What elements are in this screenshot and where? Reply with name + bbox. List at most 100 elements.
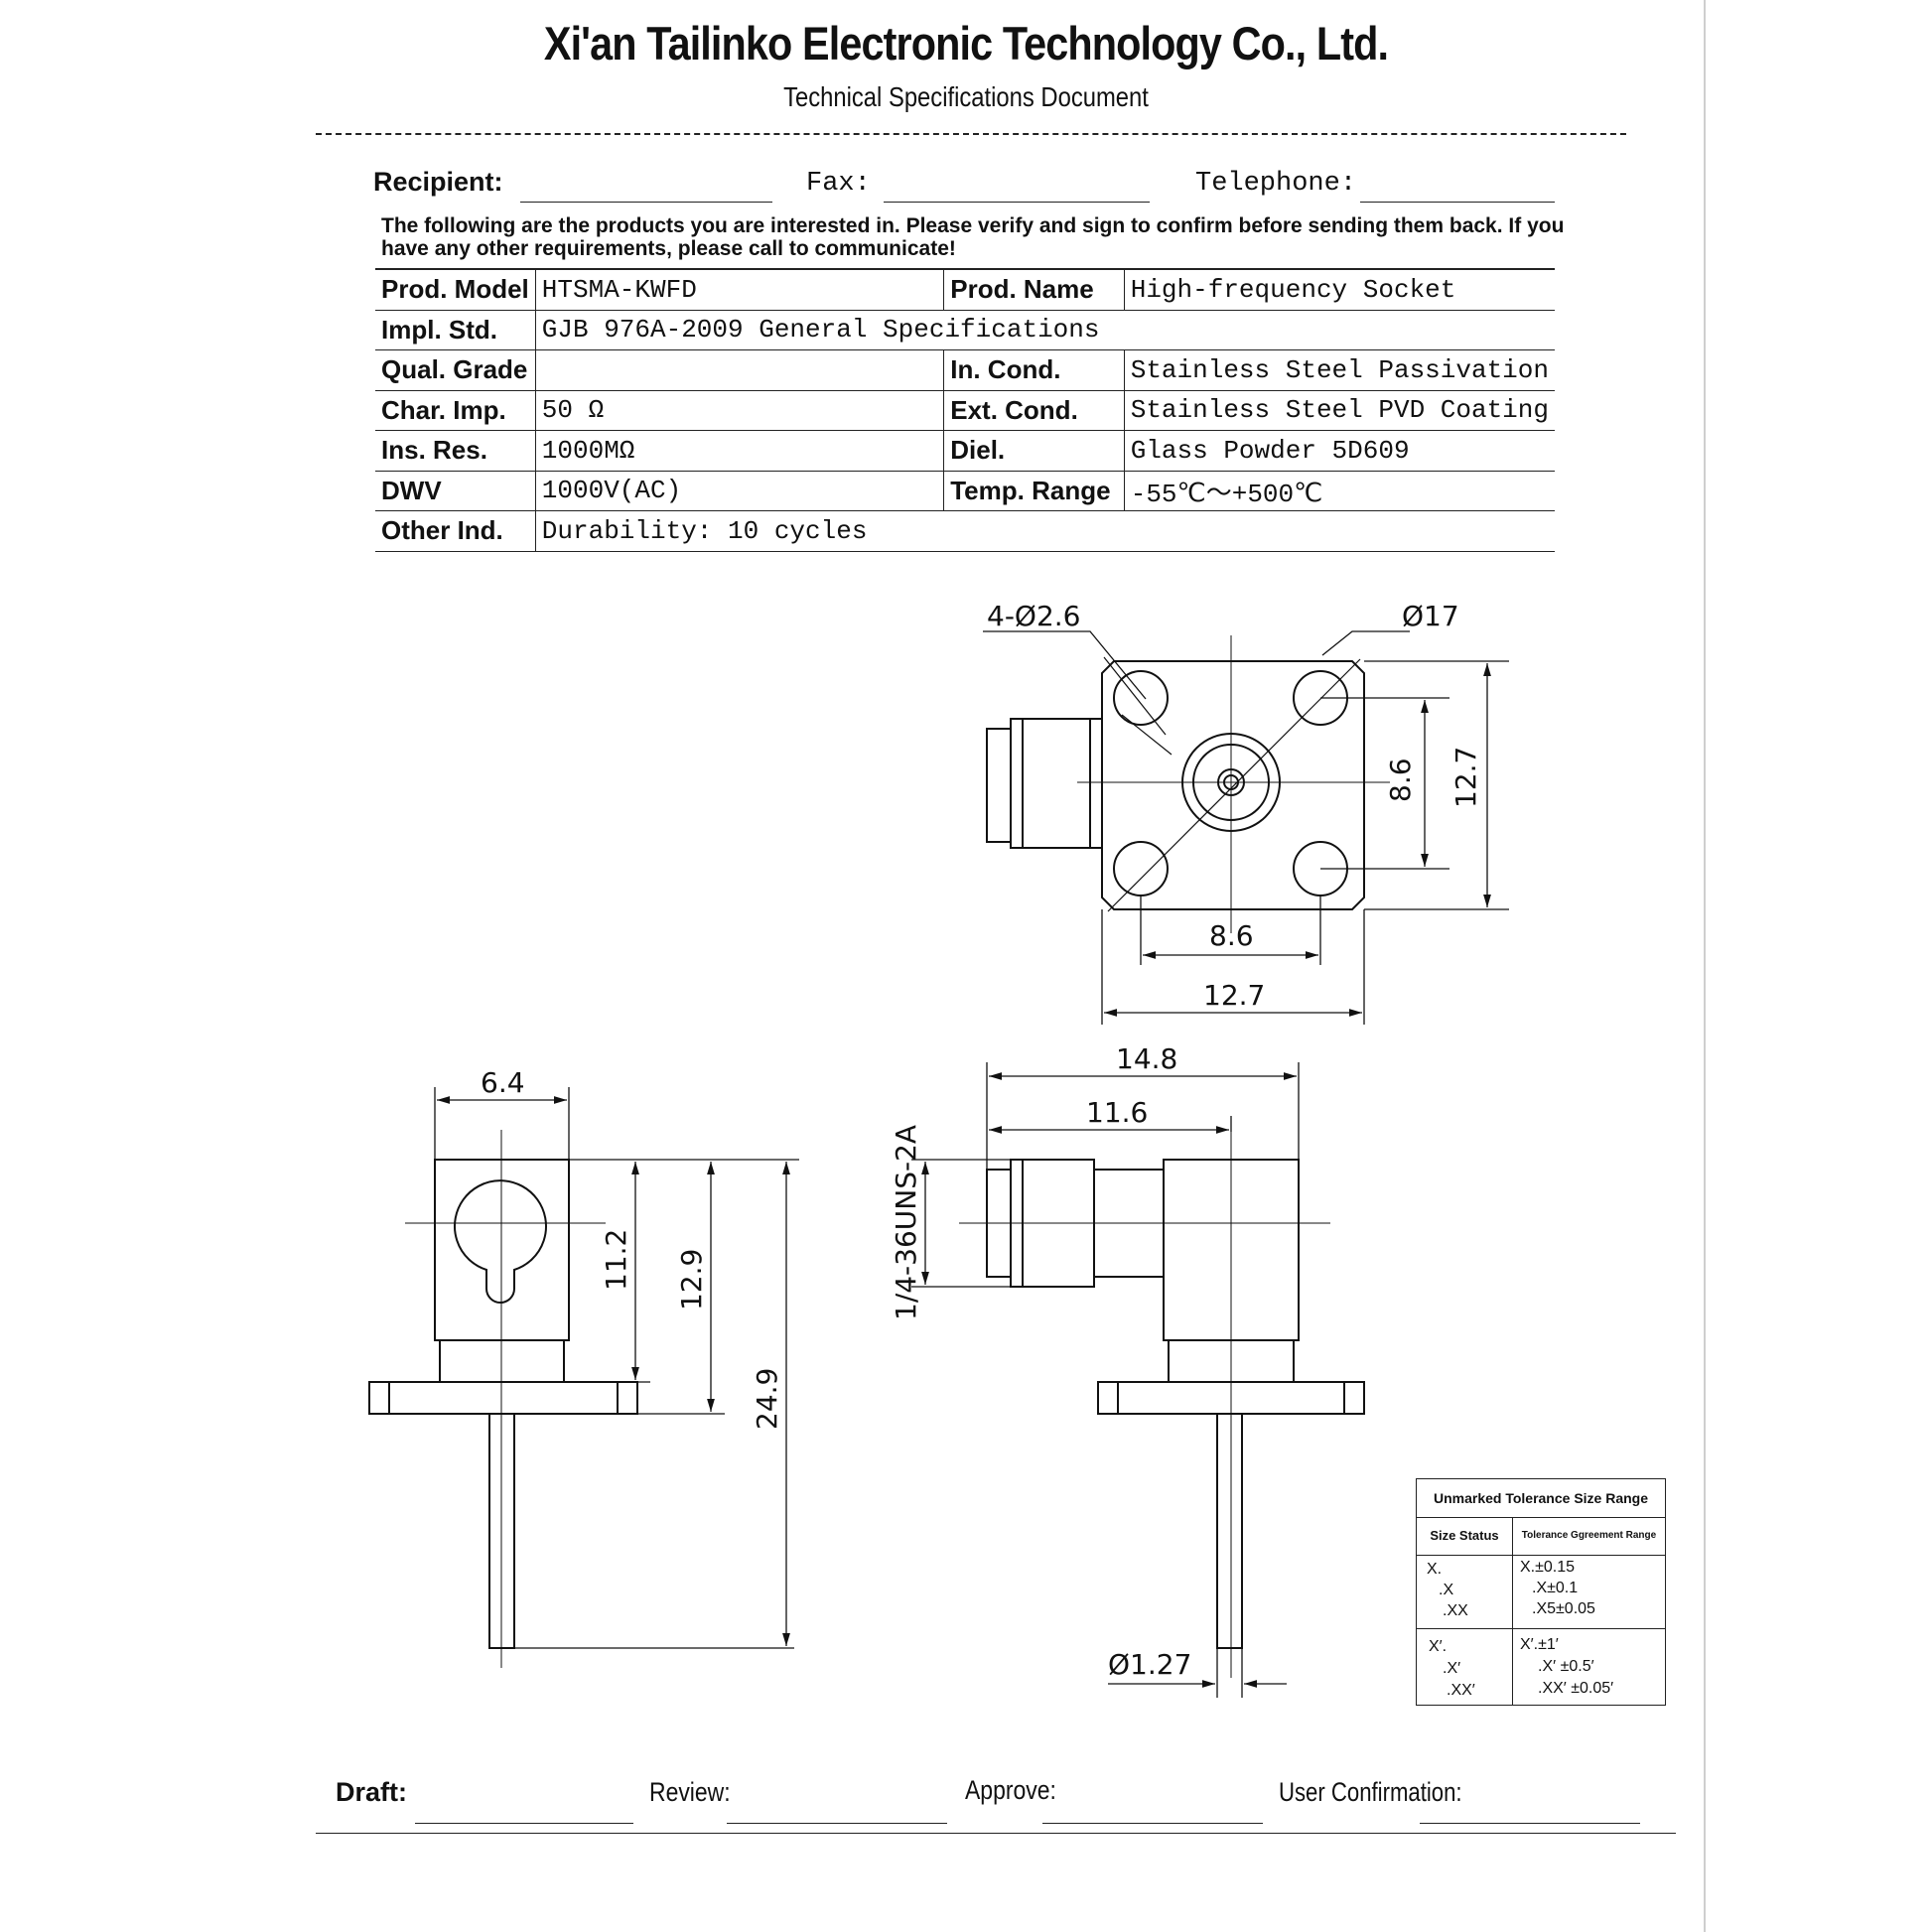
dim-thread: 1/4-36UNS-2A (890, 1125, 922, 1320)
dim-hole-spacing-h: 8.6 (1209, 919, 1254, 952)
left-side-view (368, 1159, 638, 1649)
dim-hole-spacing-v: 8.6 (1384, 758, 1417, 802)
diel-label: Diel. (943, 430, 1125, 472)
draft-field[interactable] (415, 1823, 633, 1824)
tolerance-angular-status-1: .X′ (1443, 1660, 1461, 1677)
dim-flange-dia: Ø17 (1402, 600, 1459, 632)
dim-body-h2: 12.9 (675, 1249, 708, 1311)
diel-value: Glass Powder 5D609 (1124, 430, 1555, 472)
telephone-label: Telephone: (1195, 169, 1357, 199)
other-ind-value: Durability: 10 cycles (535, 510, 1555, 552)
keyhole-slot (454, 1179, 547, 1304)
tolerance-angular-range-0: X′.±1′ (1520, 1636, 1559, 1653)
mount-hole (1113, 670, 1169, 726)
side-connector-tip (986, 728, 1012, 843)
in-cond-value: Stainless Steel Passivation (1124, 349, 1555, 391)
user-confirmation-label: User Confirmation: (1279, 1777, 1462, 1807)
table-row: Qual. Grade In. Cond. Stainless Steel Pa… (375, 349, 1555, 391)
tolerance-linear-range-1: .X±0.1 (1532, 1580, 1579, 1596)
dwv-label: DWV (375, 471, 536, 511)
impl-std-value: GJB 976A-2009 General Specifications (535, 310, 1555, 350)
top-view-dimensions (983, 630, 1509, 1025)
side-connector-nut (1010, 718, 1091, 849)
ext-cond-value: Stainless Steel PVD Coating (1124, 390, 1555, 431)
temp-range-value: -55℃～+500℃ (1124, 471, 1555, 511)
tolerance-linear-status-1: .X (1439, 1582, 1454, 1598)
tolerance-table: Unmarked Tolerance Size Range Size Statu… (1416, 1478, 1666, 1706)
ext-cond-label: Ext. Cond. (943, 390, 1125, 431)
mount-hole (1113, 841, 1169, 897)
footer-divider (316, 1833, 1676, 1834)
page-edge-rule (1704, 0, 1706, 1932)
right-side-view (986, 1159, 1365, 1649)
table-row: Prod. Model HTSMA-KWFD Prod. Name High-f… (375, 268, 1555, 311)
dim-flange-h: 12.7 (1203, 979, 1265, 1012)
right-view-dimensions (911, 1062, 1300, 1698)
table-row: Impl. Std. GJB 976A-2009 General Specifi… (375, 310, 1555, 350)
tolerance-row-divider (1417, 1628, 1665, 1629)
table-row: Other Ind. Durability: 10 cycles (375, 510, 1555, 552)
recipient-label: Recipient: (373, 167, 503, 197)
tolerance-angular-status-2: .XX′ (1447, 1682, 1475, 1699)
prod-model-label: Prod. Model (375, 268, 536, 311)
right-view-centerlines (959, 1130, 1330, 1678)
tolerance-linear-range-0: X.±0.15 (1520, 1559, 1576, 1576)
dim-body-h1: 11.2 (600, 1229, 632, 1291)
left-view-flange (368, 1381, 638, 1415)
dim-body-width: 6.4 (481, 1066, 525, 1099)
tolerance-angular-status-0: X′. (1429, 1638, 1448, 1655)
right-view-pin (1216, 1413, 1243, 1649)
other-ind-label: Other Ind. (375, 510, 536, 552)
tolerance-linear-status-0: X. (1427, 1561, 1443, 1578)
prod-name-label: Prod. Name (943, 268, 1125, 311)
dim-pin-dia: Ø1.27 (1108, 1648, 1191, 1681)
review-label: Review: (649, 1777, 731, 1807)
table-row: Char. Imp. 50 Ω Ext. Cond. Stainless Ste… (375, 390, 1555, 431)
approve-label: Approve: (965, 1775, 1056, 1805)
tolerance-linear-range-2: .X5±0.05 (1532, 1600, 1595, 1617)
impl-std-label: Impl. Std. (375, 310, 536, 350)
table-row: DWV 1000V(AC) Temp. Range -55℃～+500℃ (375, 471, 1555, 511)
square-flange (1101, 660, 1365, 910)
header-dashed-divider (316, 133, 1626, 135)
draft-label: Draft: (336, 1777, 407, 1807)
char-imp-value: 50 Ω (535, 390, 945, 431)
dim-length-body: 11.6 (1086, 1096, 1148, 1129)
recipient-field[interactable] (520, 202, 772, 203)
temp-range-label: Temp. Range (943, 471, 1125, 511)
qual-grade-label: Qual. Grade (375, 349, 536, 391)
fax-label: Fax: (806, 169, 871, 199)
tolerance-vertical-divider (1512, 1555, 1513, 1705)
dim-total-h: 24.9 (751, 1368, 783, 1430)
left-view-centerlines (405, 1130, 606, 1668)
tolerance-angular-range-1: .X′ ±0.5′ (1538, 1658, 1594, 1675)
ins-res-value: 1000MΩ (535, 430, 945, 472)
document-subtitle: Technical Specifications Document (783, 81, 1149, 112)
char-imp-label: Char. Imp. (375, 390, 536, 431)
ins-res-label: Ins. Res. (375, 430, 536, 472)
dim-length-total: 14.8 (1116, 1042, 1177, 1075)
telephone-field[interactable] (1360, 202, 1555, 203)
dim-holes: 4-Ø2.6 (987, 600, 1081, 632)
left-view-dimensions (434, 1087, 799, 1649)
table-row: Ins. Res. 1000MΩ Diel. Glass Powder 5D60… (375, 430, 1555, 472)
top-view-centerlines (1077, 635, 1390, 933)
company-name: Xi'an Tailinko Electronic Technology Co.… (543, 17, 1389, 69)
top-view (986, 656, 1365, 912)
prod-name-value: High-frequency Socket (1124, 268, 1555, 311)
qual-grade-value (535, 349, 945, 391)
approve-field[interactable] (1042, 1823, 1263, 1824)
in-cond-label: In. Cond. (943, 349, 1125, 391)
dim-flange-v: 12.7 (1449, 747, 1482, 808)
spec-table: Prod. Model HTSMA-KWFD Prod. Name High-f… (375, 268, 1555, 552)
tolerance-angular-range-2: .XX′ ±0.05′ (1538, 1680, 1614, 1697)
review-field[interactable] (727, 1823, 947, 1824)
prod-model-value: HTSMA-KWFD (535, 268, 945, 311)
tolerance-col-status: Size Status (1417, 1517, 1513, 1556)
fax-field[interactable] (884, 202, 1150, 203)
user-confirmation-field[interactable] (1420, 1823, 1640, 1824)
notice-text: The following are the products you are i… (381, 214, 1565, 260)
tolerance-title: Unmarked Tolerance Size Range (1417, 1479, 1665, 1518)
dwv-value: 1000V(AC) (535, 471, 945, 511)
